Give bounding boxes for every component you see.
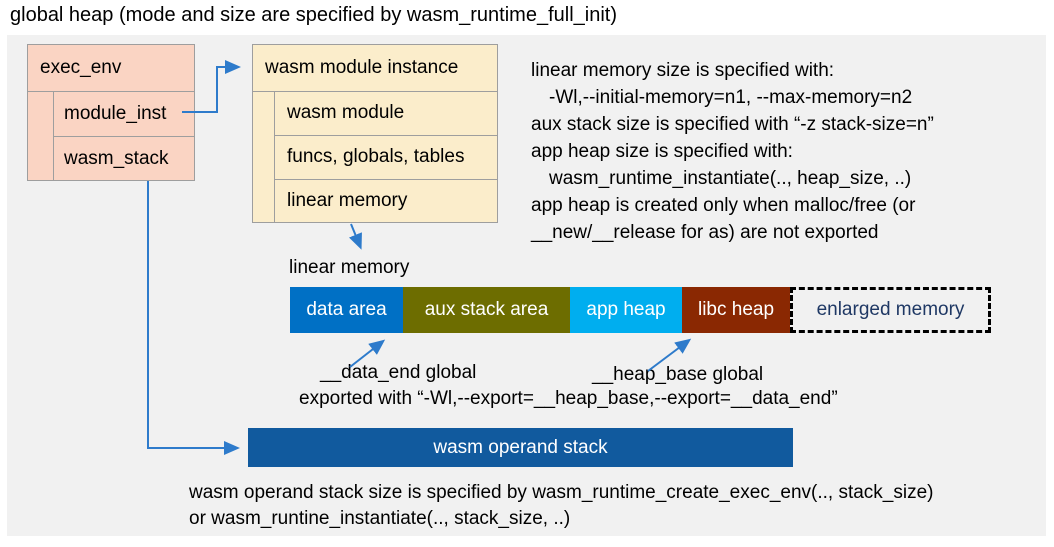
operand-stack-notes: wasm operand stack size is specified by … — [189, 480, 934, 532]
divider — [28, 91, 194, 92]
segment-aux-stack-area: aux stack area — [403, 287, 570, 333]
module-instance-row-wasm-module: wasm module — [287, 102, 405, 123]
note-line: aux stack size is specified with “-z sta… — [531, 114, 934, 135]
divider — [53, 136, 194, 137]
divider — [274, 135, 497, 136]
exec-env-row-wasm-stack: wasm_stack — [64, 147, 169, 169]
wasm-module-instance-header: wasm module instance — [265, 57, 459, 78]
segment-app-heap: app heap — [570, 287, 682, 333]
note-line: wasm_runtime_instantiate(.., heap_size, … — [549, 168, 912, 189]
note-line: or wasm_runtine_instantiate(.., stack_si… — [189, 508, 571, 529]
wasm-operand-stack-bar: wasm operand stack — [248, 428, 793, 467]
exec-env-header: exec_env — [40, 57, 122, 78]
exec-env-box: exec_env module_inst wasm_stack — [27, 44, 195, 181]
segment-data-area: data area — [290, 287, 403, 333]
size-notes-block: linear memory size is specified with: -W… — [531, 57, 934, 246]
note-line: linear memory size is specified with: — [531, 60, 835, 81]
divider — [253, 91, 497, 92]
note-line: app heap size is specified with: — [531, 141, 793, 162]
diagram-title: global heap (mode and size are specified… — [10, 4, 617, 26]
segment-enlarged-memory: enlarged memory — [790, 287, 991, 333]
module-instance-row-funcs-globals-tables: funcs, globals, tables — [287, 146, 465, 167]
note-line: wasm operand stack size is specified by … — [189, 482, 934, 503]
note-line: -Wl,--initial-memory=n1, --max-memory=n2 — [549, 87, 913, 108]
divider — [274, 179, 497, 180]
note-line: __new/__release for as) are not exported — [531, 222, 879, 243]
data-end-global-label: __data_end global — [320, 362, 477, 383]
wasm-module-instance-box: wasm module instance wasm module funcs, … — [252, 44, 498, 223]
module-instance-row-linear-memory: linear memory — [287, 190, 408, 211]
divider — [274, 91, 275, 223]
export-flags-label: exported with “-Wl,--export=__heap_base,… — [299, 388, 838, 409]
note-line: app heap is created only when malloc/fre… — [531, 195, 916, 216]
heap-base-global-label: __heap_base global — [592, 364, 764, 385]
linear-memory-label: linear memory — [289, 257, 410, 278]
exec-env-row-module-inst: module_inst — [64, 102, 167, 124]
segment-libc-heap: libc heap — [682, 287, 790, 333]
